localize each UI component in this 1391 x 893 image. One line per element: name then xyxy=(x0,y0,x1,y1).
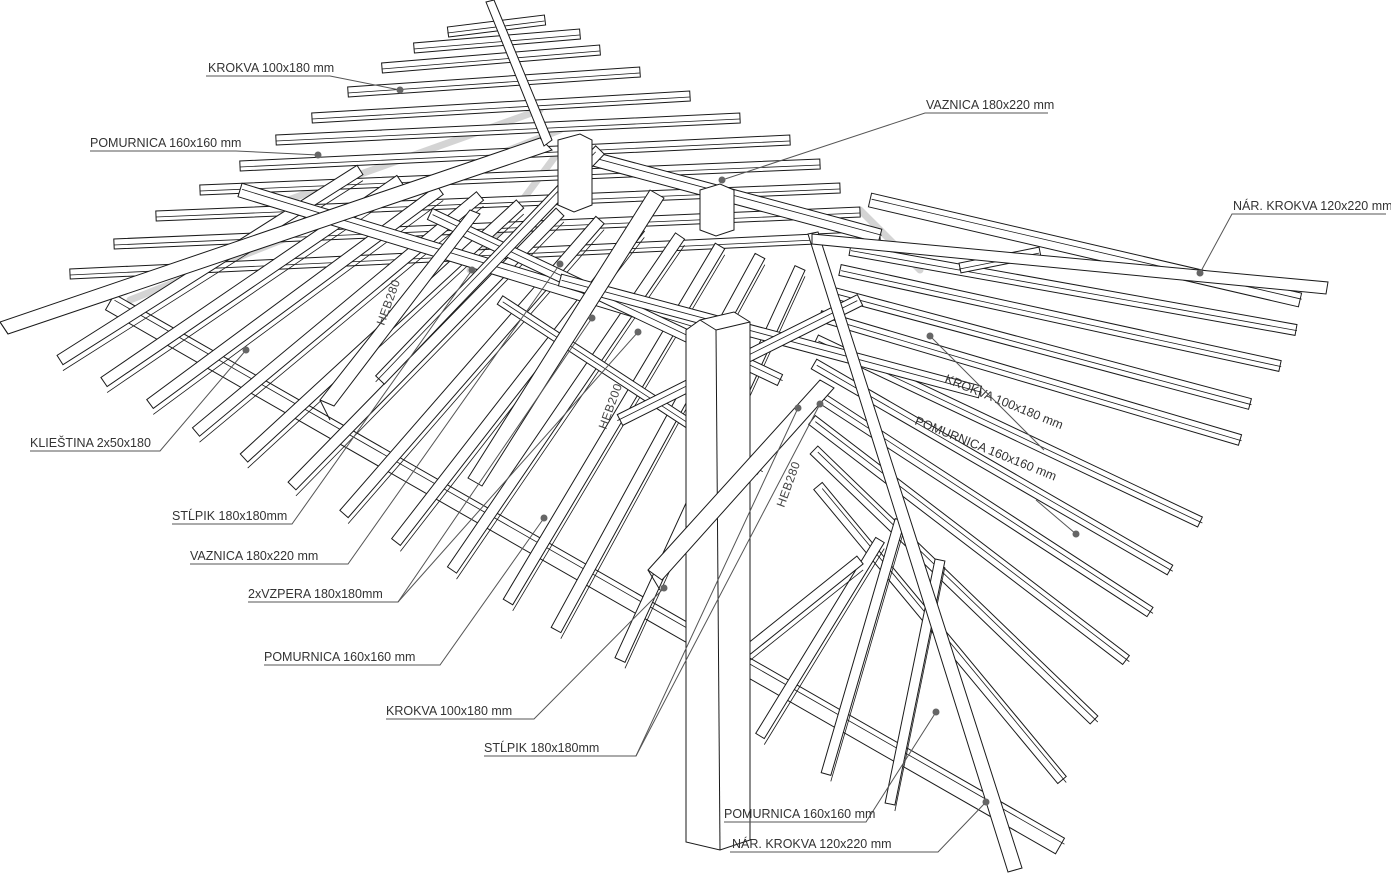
jack-rafter-edge xyxy=(816,364,1173,572)
back-rafter-edge xyxy=(381,50,600,70)
heb-beam-2 xyxy=(467,189,665,487)
jack-rafter-edge xyxy=(821,316,1242,442)
label-stlpik-1: STĹPIK 180x180mm xyxy=(172,508,287,523)
jack-rafter xyxy=(809,445,1099,725)
jack-rafter-edge xyxy=(850,250,1298,331)
hip-rafters xyxy=(0,0,1329,873)
front-rafter xyxy=(287,207,565,491)
jack-rafter-edge xyxy=(817,451,1099,723)
label-krokva-bottom: KROKVA 100x180 mm xyxy=(386,704,512,718)
callouts: KROKVA 100x180 mm POMURNICA 160x160 mm V… xyxy=(30,61,1391,853)
back-rafter-edge xyxy=(347,72,640,94)
heb-beam-1 xyxy=(319,209,481,407)
label-pomurnica-top: POMURNICA 160x160 mm xyxy=(90,136,241,150)
hip-rafter-front xyxy=(807,231,1023,873)
front-rafter xyxy=(100,174,404,388)
tie-beam-2-edge xyxy=(561,279,982,393)
post-back-right xyxy=(699,183,735,237)
label-krokva-top: KROKVA 100x180 mm xyxy=(208,61,334,75)
back-rafter xyxy=(413,28,581,54)
front-rafter xyxy=(191,191,485,437)
short-rafter-edge xyxy=(763,548,885,745)
label-pomurnica-left: POMURNICA 160x160 mm xyxy=(264,650,415,664)
front-rafter xyxy=(446,232,686,574)
jack-rafter-edge xyxy=(841,270,1282,368)
label-nar-krokva-right: NÁR. KROKVA 120x220 mm xyxy=(1233,198,1391,213)
back-rafter xyxy=(275,112,741,146)
label-vaznica-left: VAZNICA 180x220 mm xyxy=(190,549,318,563)
jack-rafter-edge xyxy=(815,421,1130,662)
short-rafter-edge xyxy=(830,527,906,782)
front-rafter xyxy=(146,184,444,410)
label-stlpik-2: STĹPIK 180x180mm xyxy=(484,740,599,755)
label-nar-krokva-bottom: NÁR. KROKVA 120x220 mm xyxy=(732,836,892,851)
label-vzpera: 2xVZPERA 180x180mm xyxy=(248,587,383,601)
post-back xyxy=(557,133,593,213)
label-vaznica-top: VAZNICA 180x220 mm xyxy=(926,98,1054,112)
back-rafter xyxy=(311,90,691,124)
label-kliestina: KLIEŠTINA 2x50x180 xyxy=(30,435,151,450)
label-pomurnica-bottom: POMURNICA 160x160 mm xyxy=(724,807,875,821)
hip-rafter-top xyxy=(485,0,553,147)
jack-rafter-edge xyxy=(831,292,1252,406)
back-rafter xyxy=(381,44,601,74)
back-rafter-edge xyxy=(275,118,740,142)
front-rafter xyxy=(339,215,605,519)
short-rafter xyxy=(755,536,885,740)
back-rafter-edge xyxy=(413,34,580,50)
back-rafter-edge xyxy=(311,96,690,120)
back-rafter-edge xyxy=(199,164,820,192)
back-rafter xyxy=(347,66,641,98)
hip-rafter-right xyxy=(811,233,1329,295)
